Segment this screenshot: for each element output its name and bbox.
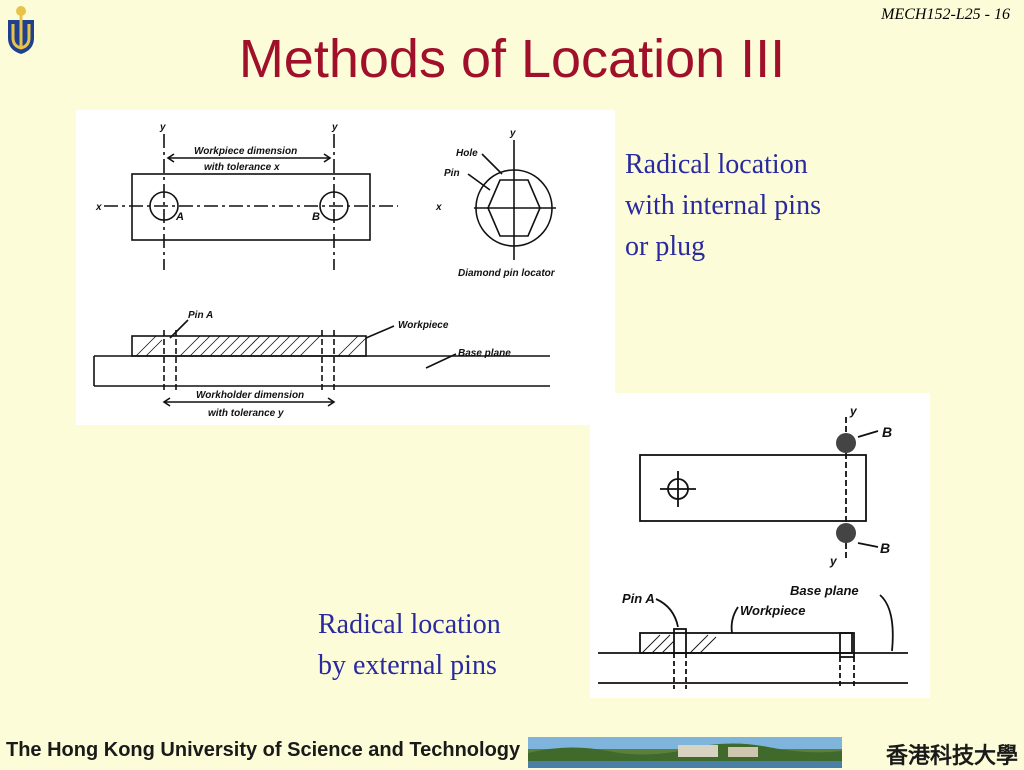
footer-university-name: The Hong Kong University of Science and … (6, 739, 521, 761)
slide-number: MECH152-L25 - 16 (881, 6, 1010, 23)
diamond-pin-locator-label: Diamond pin locator (458, 268, 556, 279)
caption-line: by external pins (318, 650, 497, 681)
workpiece-dimension-label-1: Workpiece dimension (194, 146, 297, 157)
caption-line: with internal pins (625, 190, 821, 221)
workpiece-dimension-label-2: with tolerance x (204, 162, 280, 173)
base-plane-label: Base plane (790, 583, 859, 598)
caption-line: Radical location (318, 609, 501, 640)
workpiece-label: Workpiece (398, 320, 449, 331)
axis-y-label-bottom: y (829, 554, 838, 568)
pin-label: Pin (444, 168, 460, 179)
university-logo (8, 6, 34, 54)
caption-internal-pins: Radical location with internal pins or p… (625, 144, 821, 267)
axis-y-label-right: y (331, 122, 338, 133)
diamond-axis-y-label: y (509, 128, 516, 139)
footer-chinese-name: 香港科技大學 (885, 744, 1018, 769)
diamond-axis-x-label: x (435, 202, 442, 213)
hole-label: Hole (456, 148, 478, 159)
figure-external-pins: y B y B Pin A Workpiece Base plane (590, 393, 930, 698)
hole-b-label: B (312, 211, 320, 223)
caption-external-pins: Radical location by external pins (318, 604, 501, 686)
caption-line: or plug (625, 231, 706, 262)
axis-x-label: x (95, 202, 102, 213)
campus-photo (528, 737, 842, 768)
workholder-dimension-label-1: Workholder dimension (196, 390, 304, 401)
caption-line: Radical location (625, 149, 808, 180)
pin-a-label: Pin A (622, 591, 655, 606)
page-title: Methods of Location III (238, 29, 786, 89)
base-plane-label: Base plane (458, 348, 511, 359)
workholder-dimension-label-2: with tolerance y (208, 408, 284, 419)
hole-a-label: A (175, 211, 184, 223)
figure-internal-pins: Workpiece dimension with tolerance x x y… (76, 110, 615, 425)
pin-a-label: Pin A (188, 310, 213, 321)
axis-y-label-top: y (849, 404, 858, 418)
pin-b-label-top: B (882, 424, 892, 440)
pin-b-label-bottom: B (880, 540, 890, 556)
axis-y-label: y (159, 122, 166, 133)
workpiece-label: Workpiece (740, 603, 806, 618)
